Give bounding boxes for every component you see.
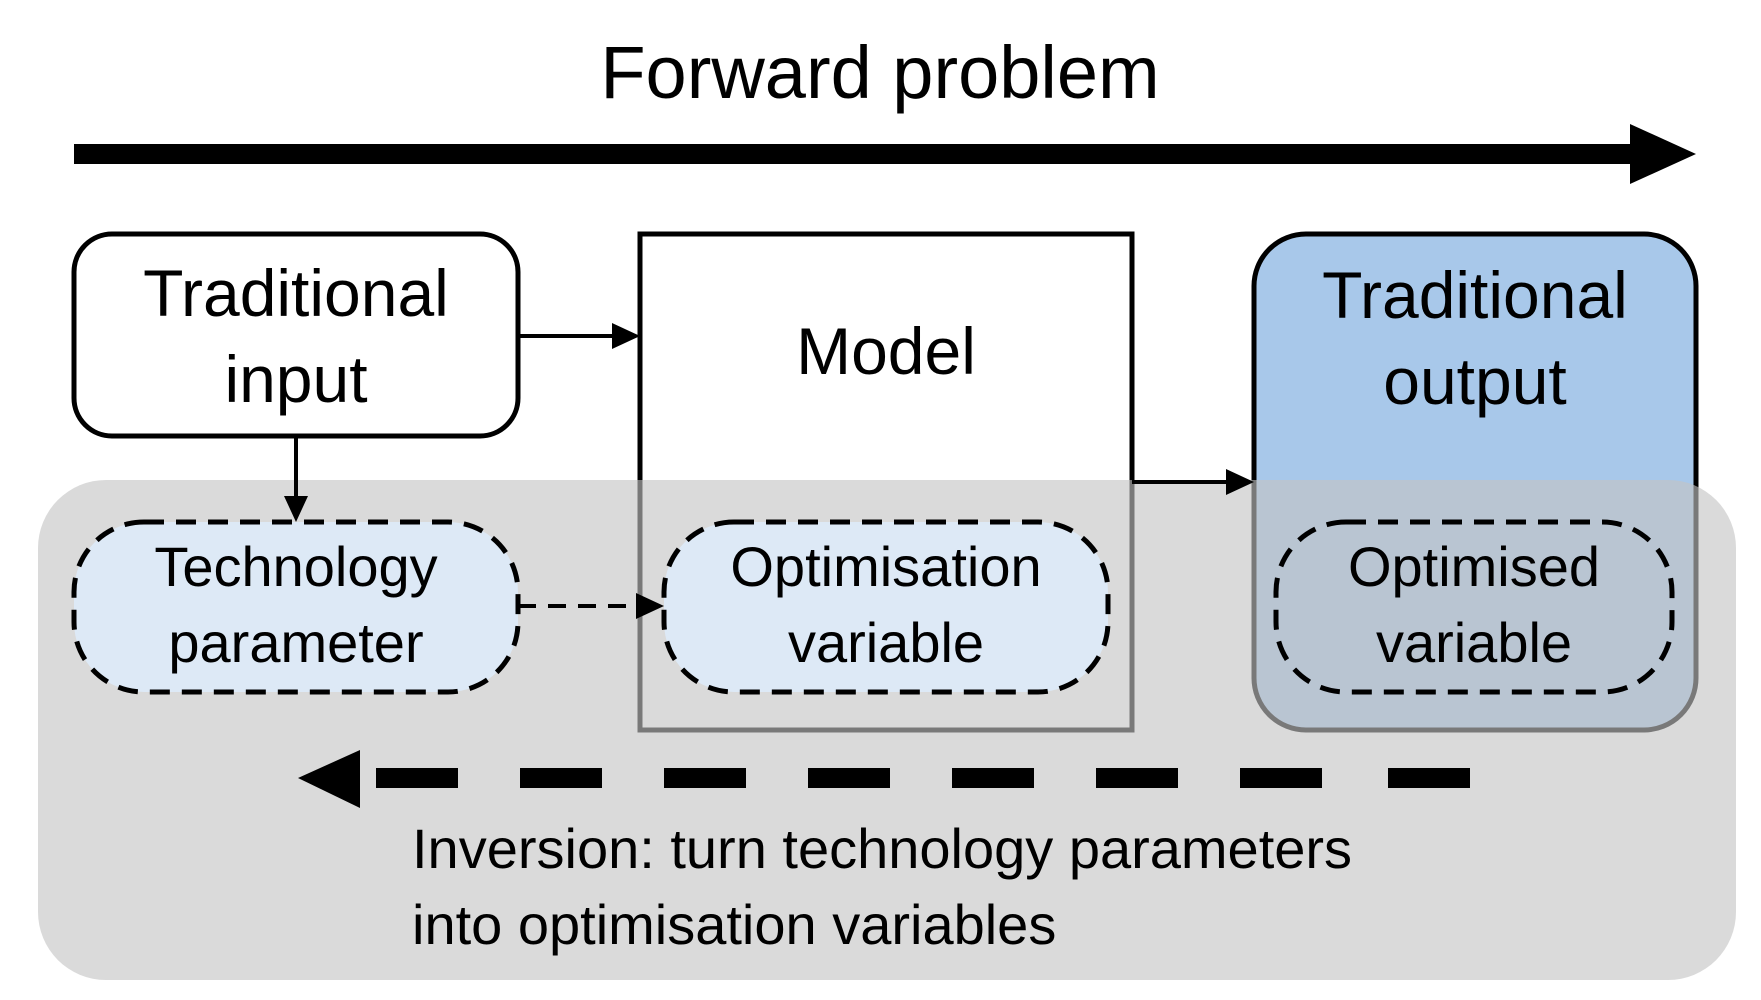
parameter-to-variable-arrow xyxy=(518,593,664,619)
technology-parameter-line1: Technology xyxy=(154,535,437,598)
optimised-variable-line2: variable xyxy=(1376,611,1572,674)
optimised-variable-line1: Optimised xyxy=(1348,535,1600,598)
forward-problem-title: Forward problem xyxy=(600,31,1159,114)
model-to-output-arrow xyxy=(1132,469,1254,495)
model-label: Model xyxy=(796,314,976,388)
input-to-parameter-arrow xyxy=(284,436,308,522)
traditional-output-line1: Traditional xyxy=(1322,258,1628,332)
optimised-variable-box xyxy=(1273,519,1675,695)
optimisation-variable-line1: Optimisation xyxy=(730,535,1041,598)
optimisation-variable-box xyxy=(661,519,1111,695)
traditional-input-line2: input xyxy=(224,342,367,416)
traditional-output-line2: output xyxy=(1383,344,1567,418)
forward-arrow xyxy=(74,124,1696,184)
inversion-caption-line1: Inversion: turn technology parameters xyxy=(412,817,1352,880)
inversion-caption-line2: into optimisation variables xyxy=(412,893,1056,956)
traditional-input-line1: Traditional xyxy=(143,256,449,330)
optimisation-variable-line2: variable xyxy=(788,611,984,674)
technology-parameter-line2: parameter xyxy=(168,611,423,674)
inversion-arrow xyxy=(298,750,1470,808)
input-to-model-arrow xyxy=(518,323,640,349)
